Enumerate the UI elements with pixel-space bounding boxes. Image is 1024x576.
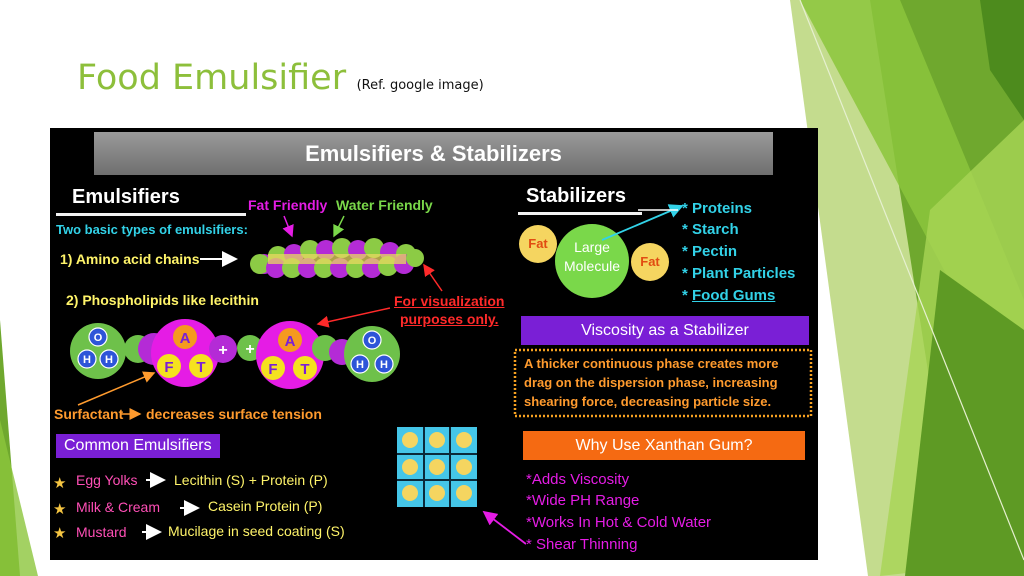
arrow-icon [282,215,294,238]
food-gums-link: Food Gums [692,287,776,304]
viscosity-body-line: drag on the dispersion phase, increasing [524,375,778,390]
stabilizers-underline [518,212,642,215]
arrow-icon [482,510,527,545]
amino-acid-chain-icon [250,238,424,278]
star-icon: ★ [53,475,66,492]
stabilizers-heading: Stabilizers [526,185,627,207]
common-item-result: Mucilage in seed coating (S) [168,523,345,539]
viscosity-heading: Viscosity as a Stabilizer [521,316,809,345]
xanthan-item: *Adds Viscosity [526,471,630,488]
common-item-result: Lecithin (S) + Protein (P) [174,472,328,488]
phospholipid-diagram: O H H A F T + + A F T O H H [70,319,400,389]
two-types-label: Two basic types of emulsifiers: [56,222,248,237]
viscosity-border [513,348,813,418]
atom-t: T [300,361,309,378]
atom-t: T [196,359,205,376]
fat-friendly-label: Fat Friendly [248,197,328,213]
common-item-result: Casein Protein (P) [208,498,323,514]
arrow-icon [333,215,345,238]
atom-f: F [268,361,277,378]
atom-a: A [180,330,191,347]
stabilizer-molecule-diagram: Fat Large Molecule Fat [519,224,669,298]
atom-o: O [94,332,103,344]
emulsifier-diagram: O H H A F T + + A F T O H H Fat Large Mo… [53,204,813,545]
atom-h: H [83,354,91,366]
viscosity-body-line: shearing force, decreasing particle size… [524,394,772,409]
arrow-icon [423,263,443,292]
visualization-line2: purposes only. [400,311,499,327]
arrow-icon [316,307,391,328]
infographic-banner: Emulsifiers & Stabilizers [94,132,773,175]
viscosity-body-line: A thicker continuous phase creates more [524,356,779,371]
common-item-name: Egg Yolks [76,472,138,488]
atom-h: H [380,359,388,371]
common-item-name: Milk & Cream [76,499,161,515]
list-prefix: * [682,287,693,304]
emulsifiers-underline [56,213,246,216]
star-icon: ★ [53,525,66,542]
slide-title-block: Food Emulsifier (Ref. google image) [77,58,484,98]
plus-sign: + [218,342,227,359]
atom-f: F [164,359,173,376]
stabilizer-list-item: * Starch [682,221,739,238]
type2-label: 2) Phospholipids like lecithin [66,292,259,308]
arrow-icon [601,204,684,241]
surfactant-description: decreases surface tension [146,406,322,422]
stabilizer-list-item: * Proteins [682,200,753,217]
stabilizer-list-item: * Plant Particles [682,265,796,282]
arrow-icon [77,371,156,406]
atom-h: H [356,359,364,371]
xanthan-item: * Shear Thinning [526,536,638,553]
plus-sign: + [245,341,254,358]
fat-right-label: Fat [640,254,660,269]
common-emulsifiers-heading: Common Emulsifiers [56,434,220,458]
large-molecule-label: Large [574,239,610,255]
particle-grid-icon [397,427,477,507]
type1-label: 1) Amino acid chains [60,251,200,267]
slide-title: Food Emulsifier [77,58,347,98]
visualization-line1: For visualization [394,293,505,309]
xanthan-item: *Works In Hot & Cold Water [526,514,712,531]
stabilizer-list-item: * Pectin [682,243,738,260]
atom-h: H [105,354,113,366]
surfactant-label: Surfactant [54,406,124,422]
slide-subtitle: (Ref. google image) [356,78,484,93]
large-molecule-label: Molecule [564,258,620,274]
infographic-image: Emulsifiers & Stabilizers Emulsifiers Fa… [50,128,818,560]
emulsifiers-heading: Emulsifiers [72,186,180,208]
xanthan-item: *Wide PH Range [526,492,640,509]
water-friendly-label: Water Friendly [336,197,433,213]
fat-left-label: Fat [528,236,548,251]
atom-a: A [285,333,296,350]
common-item-name: Mustard [76,524,127,540]
stabilizer-list-item-last: * Food Gums [682,287,775,304]
atom-o: O [368,335,377,347]
star-icon: ★ [53,501,66,518]
xanthan-heading: Why Use Xanthan Gum? [523,431,805,460]
